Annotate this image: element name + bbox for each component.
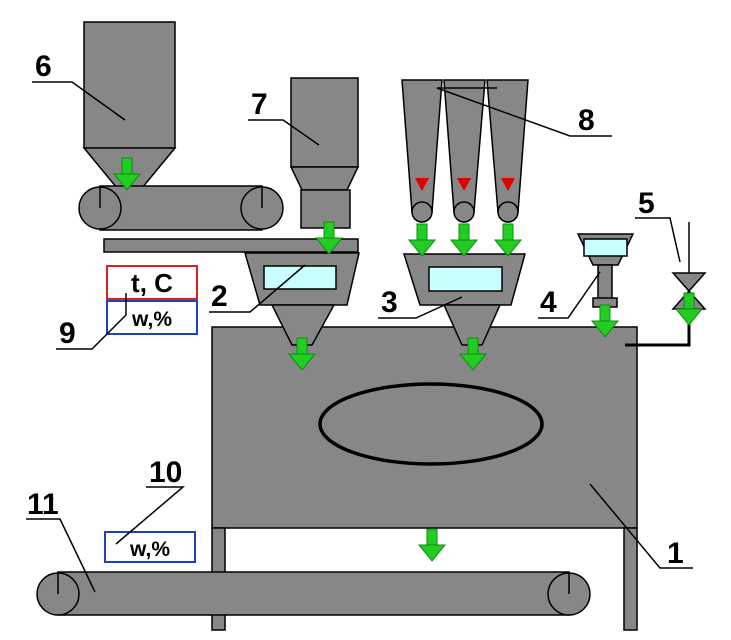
callout-1: 1 bbox=[667, 537, 684, 570]
output-sensor: w,% bbox=[104, 531, 196, 563]
flow-arrow bbox=[450, 223, 478, 257]
silos bbox=[401, 79, 529, 223]
collection-belt bbox=[103, 238, 359, 253]
mixer-leg-right bbox=[623, 527, 638, 631]
callout-11: 11 bbox=[27, 488, 59, 521]
mixer bbox=[211, 326, 638, 631]
callout-7: 7 bbox=[251, 88, 268, 121]
silo-valve-1 bbox=[415, 178, 429, 191]
flow-arrow bbox=[675, 292, 703, 326]
output-moisture-label: w,% bbox=[129, 538, 170, 561]
callout-8: 8 bbox=[578, 104, 595, 137]
scale-window-right bbox=[428, 266, 503, 292]
silo-valve-3 bbox=[501, 178, 515, 191]
flow-arrow bbox=[408, 223, 436, 257]
leader-lines bbox=[26, 81, 693, 593]
moisture-label: w,% bbox=[131, 308, 172, 331]
temperature-label: t, C bbox=[131, 268, 173, 298]
liquid-doser bbox=[576, 233, 635, 308]
callout-6: 6 bbox=[35, 50, 52, 83]
callout-9: 9 bbox=[59, 317, 76, 350]
moisture-box bbox=[106, 300, 198, 335]
feeder-conveyor bbox=[78, 185, 284, 231]
temperature-box bbox=[106, 265, 198, 300]
weighing-hopper-right bbox=[402, 253, 526, 346]
water-valve bbox=[625, 222, 707, 347]
output-conveyor bbox=[36, 571, 591, 616]
flow-arrow bbox=[418, 528, 446, 562]
callout-3: 3 bbox=[381, 286, 398, 319]
sensor-group: t, C w,% bbox=[106, 265, 198, 335]
callout-5: 5 bbox=[638, 187, 655, 220]
scale-window-left bbox=[263, 265, 337, 290]
silo-valve-2 bbox=[457, 178, 471, 191]
mixer-body bbox=[211, 326, 638, 529]
callout-4: 4 bbox=[540, 286, 557, 319]
bin-small bbox=[289, 77, 360, 229]
flow-arrow bbox=[494, 223, 522, 257]
callout-numbers: 1 2 3 4 5 6 7 8 9 10 11 bbox=[27, 50, 684, 570]
callout-2: 2 bbox=[211, 280, 228, 313]
callout-10: 10 bbox=[149, 456, 182, 489]
mixer-drum bbox=[318, 382, 544, 466]
output-moisture-box bbox=[104, 531, 196, 563]
